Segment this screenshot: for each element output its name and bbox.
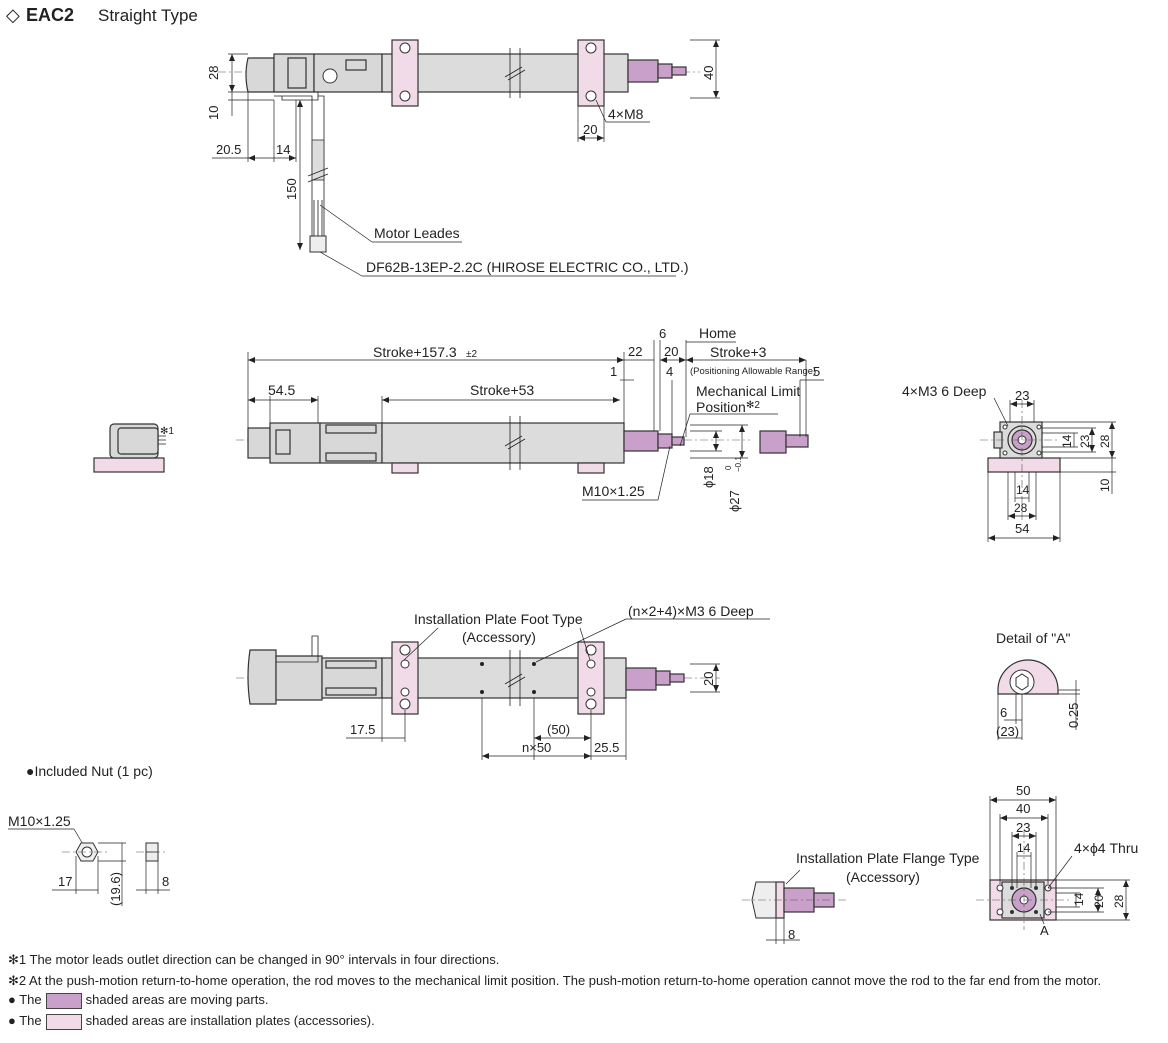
flange-side-14: 14 bbox=[1072, 892, 1086, 906]
connector-label: DF62B-13EP-2.2C (HIROSE ELECTRIC CO., LT… bbox=[366, 259, 689, 275]
phi18-label: ϕ18 bbox=[701, 466, 716, 488]
end-dim-23-right: 23 bbox=[1078, 434, 1092, 448]
side-rod bbox=[623, 430, 659, 452]
mech-limit-mark: ✻2 bbox=[746, 400, 760, 411]
flange-dim-14: 14 bbox=[1017, 841, 1031, 855]
legend-moving: ● The shaded areas are moving parts. bbox=[8, 992, 268, 1009]
legend-plate-swatch bbox=[45, 1013, 82, 1030]
home-label: Home bbox=[699, 325, 737, 341]
end-dim-10: 10 bbox=[1098, 478, 1112, 492]
detail-a-6: 6 bbox=[1000, 705, 1007, 720]
dim-1: 1 bbox=[610, 364, 617, 379]
detail-a-025: 0.25 bbox=[1066, 703, 1081, 728]
top-dim-14: 14 bbox=[276, 142, 290, 157]
end-view: 4×M3 6 Deep 23 14 23 28 10 14 28 54 bbox=[902, 383, 1116, 542]
stroke-total-tol: ±2 bbox=[466, 349, 477, 360]
stroke-53-label: Stroke+53 bbox=[470, 382, 534, 398]
foot-dim-25-5: 25.5 bbox=[594, 740, 619, 755]
foot-holes-label: (n×2+4)×M3 6 Deep bbox=[628, 603, 754, 619]
dim-20: 20 bbox=[664, 344, 678, 359]
nut-dim-19-6: (19.6) bbox=[108, 872, 123, 906]
detail-a-23: (23) bbox=[996, 724, 1019, 739]
flange-dim-40: 40 bbox=[1016, 801, 1030, 816]
top-motor bbox=[245, 57, 275, 93]
phi27-tol-top: 0 bbox=[724, 465, 733, 470]
positioning-label: (Positioning Allowable Range) bbox=[690, 366, 816, 377]
nut-view: ●Included Nut (1 pc) M10×1.25 17 (19.6) … bbox=[8, 763, 170, 906]
foot-plate-label-1: Installation Plate Foot Type bbox=[414, 611, 583, 627]
motor-outlet-icon bbox=[93, 423, 166, 473]
legend-plate: ● The shaded areas are installation plate… bbox=[8, 1013, 375, 1030]
top-view: 28 10 40 20.5 14 150 20 4×M8 Motor Leade… bbox=[206, 39, 720, 277]
nut-thread: M10×1.25 bbox=[8, 813, 71, 829]
side-body bbox=[381, 422, 625, 464]
top-dim-150: 150 bbox=[284, 178, 299, 200]
flange-dim-50: 50 bbox=[1016, 783, 1030, 798]
rod-thread: M10×1.25 bbox=[582, 483, 645, 499]
nut-dim-17: 17 bbox=[58, 874, 72, 889]
detail-a: Detail of "A" 0.25 6 (23) bbox=[996, 630, 1081, 740]
motor-leads-label: Motor Leades bbox=[374, 225, 460, 241]
dim-6: 6 bbox=[659, 326, 666, 341]
detail-a-title: Detail of "A" bbox=[996, 630, 1071, 646]
foot-dim-n50: n×50 bbox=[522, 740, 551, 755]
flange-a-label: A bbox=[1040, 923, 1049, 938]
nut-dim-8: 8 bbox=[162, 874, 169, 889]
top-dim-40: 40 bbox=[701, 66, 716, 80]
stroke-total-label: Stroke+157.3 bbox=[373, 344, 457, 360]
foot-dim-17-5: 17.5 bbox=[350, 722, 375, 737]
legend-plate-pre: ● The bbox=[8, 1013, 42, 1028]
flange-label-1: Installation Plate Flange Type bbox=[796, 850, 980, 866]
end-dim-28-right: 28 bbox=[1098, 434, 1112, 448]
footnote-2: ✻2 At the push-motion return-to-home ope… bbox=[8, 973, 1102, 988]
header-title: Straight Type bbox=[98, 6, 198, 25]
mech-limit-1: Mechanical Limit bbox=[696, 383, 800, 399]
foot-plate-label-2: (Accessory) bbox=[462, 629, 536, 645]
dim-22: 22 bbox=[628, 344, 642, 359]
foot-dim-50: (50) bbox=[547, 722, 570, 737]
flange-side-20: 20 bbox=[1092, 894, 1106, 908]
top-rod bbox=[627, 59, 659, 83]
legend-moving-swatch bbox=[45, 992, 82, 1009]
flange-dim-8: 8 bbox=[788, 927, 795, 942]
header-code: EAC2 bbox=[26, 5, 74, 25]
flange-view: Installation Plate Flange Type (Accessor… bbox=[742, 783, 1138, 944]
flange-label-2: (Accessory) bbox=[846, 869, 920, 885]
top-holes-label: 4×M8 bbox=[608, 106, 644, 122]
top-dim-28: 28 bbox=[206, 66, 221, 80]
nut-title: ●Included Nut (1 pc) bbox=[26, 763, 153, 779]
end-dim-28-bot: 28 bbox=[1014, 501, 1028, 515]
note1-mark: ✻1 bbox=[160, 426, 174, 437]
flange-dim-23: 23 bbox=[1016, 820, 1030, 835]
top-dim-10: 10 bbox=[206, 106, 221, 120]
legend-moving-post: shaded areas are moving parts. bbox=[85, 992, 269, 1007]
dim-4: 4 bbox=[666, 364, 673, 379]
end-dim-14-bot: 14 bbox=[1016, 483, 1030, 497]
end-dim-54: 54 bbox=[1015, 521, 1029, 536]
legend-moving-pre: ● The bbox=[8, 992, 42, 1007]
flange-holes-label: 4×ϕ4 Thru bbox=[1074, 840, 1138, 856]
top-dim-20-5: 20.5 bbox=[216, 142, 241, 157]
footnote-1: ✻1 The motor leads outlet direction can … bbox=[8, 952, 500, 967]
mech-limit-2: Position bbox=[696, 399, 746, 415]
header-symbol: ◇ bbox=[6, 5, 20, 25]
end-screw-label: 4×M3 6 Deep bbox=[902, 383, 987, 399]
flange-side-28: 28 bbox=[1112, 894, 1126, 908]
foot-dim-20: 20 bbox=[701, 672, 716, 686]
top-dim-20: 20 bbox=[583, 122, 597, 137]
legend-plate-post: shaded areas are installation plates (ac… bbox=[85, 1013, 375, 1028]
end-dim-14-right: 14 bbox=[1060, 434, 1074, 448]
dim-54-5: 54.5 bbox=[268, 382, 295, 398]
end-dim-23-top: 23 bbox=[1015, 388, 1029, 403]
foot-view: Installation Plate Foot Type (Accessory)… bbox=[236, 603, 770, 760]
phi27-label: ϕ27 bbox=[727, 490, 742, 512]
phi27-tol-bot: −0.1 bbox=[734, 456, 743, 472]
side-view: ✻1 Stroke+157.3 ±2 54.5 Stroke+53 1 22 6… bbox=[93, 325, 824, 512]
dim-5: 5 bbox=[813, 364, 820, 379]
stroke-3-label: Stroke+3 bbox=[710, 344, 767, 360]
